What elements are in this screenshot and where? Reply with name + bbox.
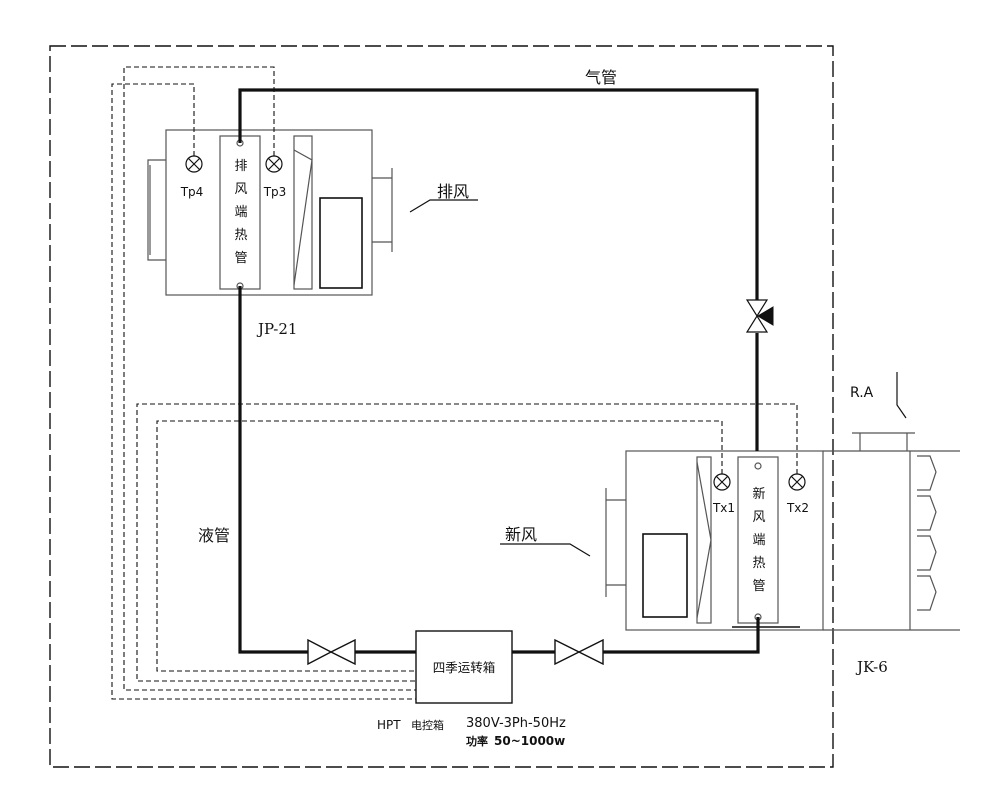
return-air-label: R.A — [850, 385, 874, 401]
gas-pipe-label: 气管 — [585, 68, 617, 87]
liquid-pipe-label: 液管 — [198, 526, 230, 545]
fresh-filter — [696, 456, 712, 624]
fresh-fan — [642, 533, 688, 618]
signal-wiring — [111, 66, 798, 700]
system-boundary — [49, 45, 834, 768]
exhaust-heat-pipe-char-5: 管 — [234, 251, 247, 266]
bowtie-valve-icon — [307, 638, 356, 666]
exhaust-heat-pipe-char-4: 热 — [234, 228, 247, 243]
fresh-heat-pipe-char-2: 风 — [752, 510, 765, 525]
exhaust-heat-pipe-char-1: 排 — [234, 159, 247, 174]
bowtie-valve-icon — [554, 638, 604, 666]
return-air-arrow — [896, 372, 907, 419]
sensor-tx2-label: Tx2 — [786, 501, 809, 515]
control-box-caption: 电控箱 — [411, 718, 444, 732]
exhaust-air-label: 排风 — [437, 182, 469, 201]
fresh-duct-extension — [823, 450, 960, 631]
unit-jp21-label: JP-21 — [256, 320, 297, 338]
exhaust-air-arrow — [409, 199, 478, 213]
exhaust-heat-pipe-char-2: 风 — [234, 182, 247, 197]
fresh-heat-pipe-char-3: 端 — [752, 533, 765, 548]
fresh-heat-pipe-char-4: 热 — [752, 556, 765, 571]
fresh-heat-pipe-char-1: 新 — [752, 486, 765, 502]
check-valve-icon — [745, 299, 774, 333]
sensor-tp4-label: Tp4 — [180, 185, 204, 199]
duct-louvers — [917, 455, 937, 611]
exhaust-outlet-flange — [372, 168, 393, 252]
four-season-control-box: 四季运转箱 — [415, 630, 513, 704]
fresh-heat-pipe-char-5: 管 — [752, 579, 765, 594]
exhaust-heat-pipe-coil — [219, 135, 261, 290]
control-box-label: 四季运转箱 — [433, 660, 496, 675]
power-spec: 380V-3Ph-50Hz — [466, 716, 566, 731]
hpt-label: HPT — [377, 718, 401, 732]
gas-pipe: 气管 — [238, 68, 759, 451]
exhaust-fan — [319, 197, 363, 289]
fresh-air-label: 新风 — [505, 525, 537, 544]
power-label: 功率 — [466, 734, 488, 748]
sensor-tp3-label: Tp3 — [263, 185, 287, 199]
sensor-tx1-label: Tx1 — [712, 501, 735, 515]
exhaust-unit-jp21: 排 风 端 热 管 Tp4 Tp3 排风 JP-21 — [147, 129, 478, 338]
unit-jk6-label: JK-6 — [855, 658, 888, 676]
return-air-inlet — [852, 432, 915, 451]
exhaust-inlet-flange — [147, 159, 166, 261]
fresh-inlet-flange — [605, 488, 626, 597]
fresh-air-arrow — [500, 543, 591, 557]
power-range: 50~1000w — [494, 734, 565, 748]
liquid-pipe: 液管 — [198, 286, 760, 654]
fresh-air-unit-jk6: 新 风 端 热 管 Tx1 Tx2 R.A 新风 JK-6 — [500, 372, 960, 676]
exhaust-heat-pipe-char-3: 端 — [234, 205, 247, 220]
